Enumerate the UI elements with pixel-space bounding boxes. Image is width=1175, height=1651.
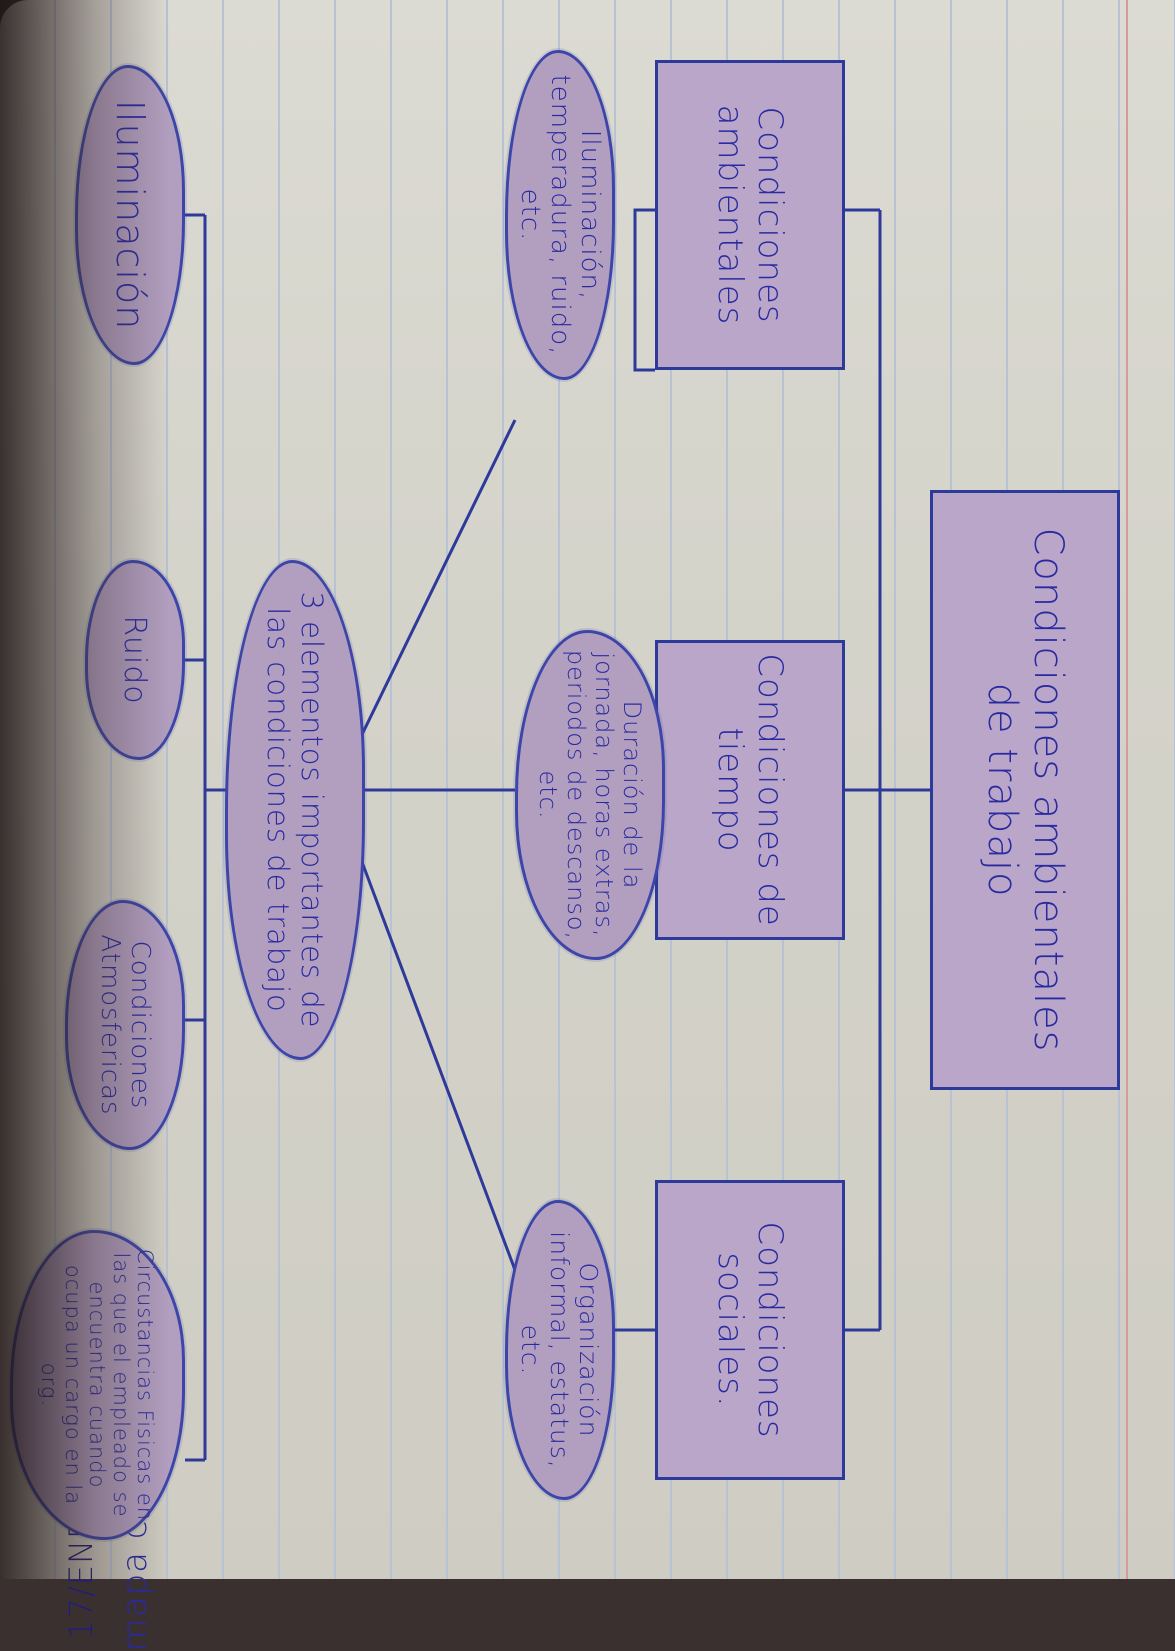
margin-line (1126, 0, 1128, 1579)
root-node: Condiciones ambientales de trabajo (930, 490, 1120, 1090)
element-iluminacion: Iluminación (75, 65, 185, 365)
detail-ambientales: Iluminación, temperadura, ruido, etc. (505, 50, 615, 380)
connector-lines (185, 208, 930, 1462)
element-atmosfericas: Condiciones Atmosfericas (65, 900, 185, 1150)
center-node: 3 elementos importantes de las condicion… (225, 560, 365, 1060)
concept-map: mapa conceptual. 17/ENERO/2022. (10, 50, 1120, 1651)
branch-tiempo: Condiciones de tiempo (655, 640, 845, 940)
element-circunstancias: Circustancias Fisicas en las que el empl… (10, 1230, 185, 1540)
detail-sociales: Organización informal, estatus, etc. (505, 1200, 615, 1500)
branch-ambientales: Condiciones ambientales (655, 60, 845, 370)
detail-tiempo: Duración de la jornada, horas extras, pe… (515, 630, 665, 960)
rotated-sheet: mapa conceptual. 17/ENERO/2022. (10, 50, 1120, 1651)
element-ruido: Ruido (85, 560, 185, 760)
branch-sociales: Condiciones sociales. (655, 1180, 845, 1480)
